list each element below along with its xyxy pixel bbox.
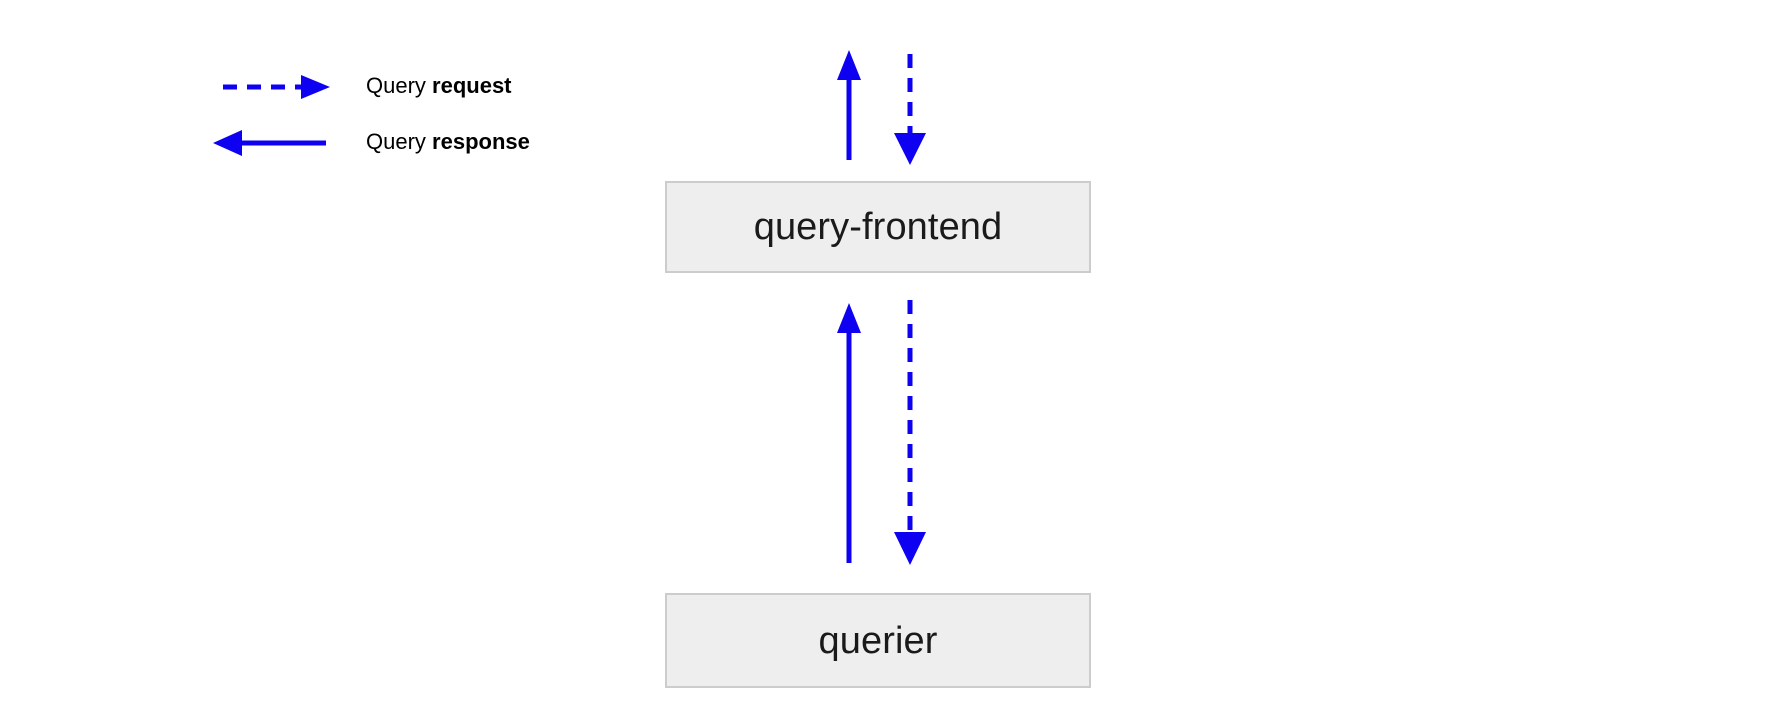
edge-response-querier-to-query-frontend [837, 303, 861, 563]
legend-label-query-request: Query request [366, 73, 512, 98]
legend-label-query-response: Query response [366, 129, 530, 154]
node-label-query-frontend: query-frontend [753, 206, 1003, 248]
node-querier[interactable]: querier [665, 593, 1091, 688]
dashed-right-arrow-icon [210, 71, 330, 101]
legend-item-query-response: Query response [210, 119, 530, 165]
node-query-frontend[interactable]: query-frontend [665, 181, 1091, 273]
legend-item-query-request: Query request [210, 63, 512, 109]
edge-outbound-response-from-query-frontend [837, 50, 861, 160]
legend: Query request Query response [210, 55, 730, 165]
edge-inbound-request-to-query-frontend [894, 54, 926, 165]
solid-left-arrow-icon [210, 127, 330, 157]
node-label-querier: querier [818, 619, 938, 662]
edge-request-query-frontend-to-querier [894, 300, 926, 565]
